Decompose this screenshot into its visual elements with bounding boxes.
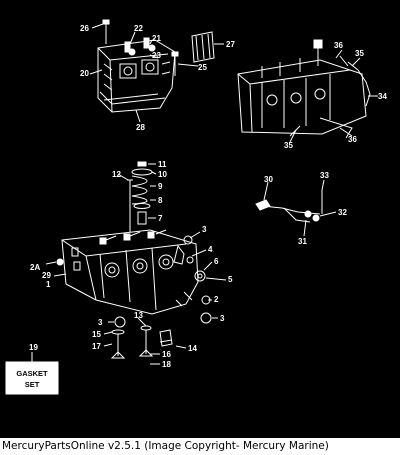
callout-33: 33	[320, 171, 329, 180]
callout-9: 9	[158, 182, 163, 191]
callout-35-bottom: 35	[284, 141, 293, 150]
gasket-set-label-line1: GASKET	[16, 369, 48, 378]
callout-27: 27	[226, 40, 235, 49]
callout-16: 16	[162, 350, 171, 359]
valves-and-seals	[103, 317, 187, 365]
callout-11: 11	[158, 160, 167, 169]
callout-15: 15	[92, 330, 101, 339]
main-cylinder-head	[45, 229, 227, 328]
callout-34: 34	[378, 92, 387, 101]
valve-spring-stack	[117, 161, 157, 248]
callout-25: 25	[198, 63, 207, 72]
callout-2a: 2A	[30, 263, 40, 272]
image-copyright-caption: MercuryPartsOnline v2.5.1 (Image Copyrig…	[2, 440, 329, 452]
callout-18: 18	[162, 360, 171, 369]
linkage-assembly	[255, 179, 337, 237]
callout-28: 28	[136, 123, 145, 132]
callout-36-top: 36	[334, 41, 343, 50]
callout-14: 14	[188, 344, 197, 353]
callout-19: 19	[29, 343, 38, 352]
callout-26: 26	[80, 24, 89, 33]
parts-diagram: GASKET SET 19 26 22 21 27 23 20 25 28 36…	[0, 0, 400, 438]
gasket-set-box	[5, 352, 59, 395]
callout-10: 10	[158, 170, 167, 179]
callout-3-left: 3	[98, 318, 103, 327]
callout-36-bottom: 36	[348, 135, 357, 144]
callout-31: 31	[298, 237, 307, 246]
callout-20: 20	[80, 69, 89, 78]
callout-1: 1	[46, 280, 51, 289]
callout-21: 21	[152, 34, 161, 43]
callout-12: 12	[112, 170, 121, 179]
callout-7: 7	[158, 214, 163, 223]
callout-22: 22	[134, 24, 143, 33]
callout-6: 6	[214, 257, 219, 266]
callout-4: 4	[208, 245, 213, 254]
callout-32: 32	[338, 208, 347, 217]
gasket-set-label-line2: SET	[25, 380, 40, 389]
callout-35-top: 35	[355, 49, 364, 58]
callout-8: 8	[158, 196, 163, 205]
callout-3-right: 3	[220, 314, 225, 323]
exploded-view-drawing: GASKET SET 19 26 22 21 27 23 20 25 28 36…	[5, 19, 387, 395]
upper-left-head-assembly	[89, 19, 224, 123]
callout-13: 13	[134, 311, 143, 320]
callout-30: 30	[264, 175, 273, 184]
callout-3-upper: 3	[202, 225, 207, 234]
callout-29: 29	[42, 271, 51, 280]
upper-right-head-assembly	[237, 39, 378, 143]
callout-2: 2	[214, 295, 219, 304]
callout-23: 23	[152, 51, 161, 60]
callout-17: 17	[92, 342, 101, 351]
callout-5: 5	[228, 275, 233, 284]
